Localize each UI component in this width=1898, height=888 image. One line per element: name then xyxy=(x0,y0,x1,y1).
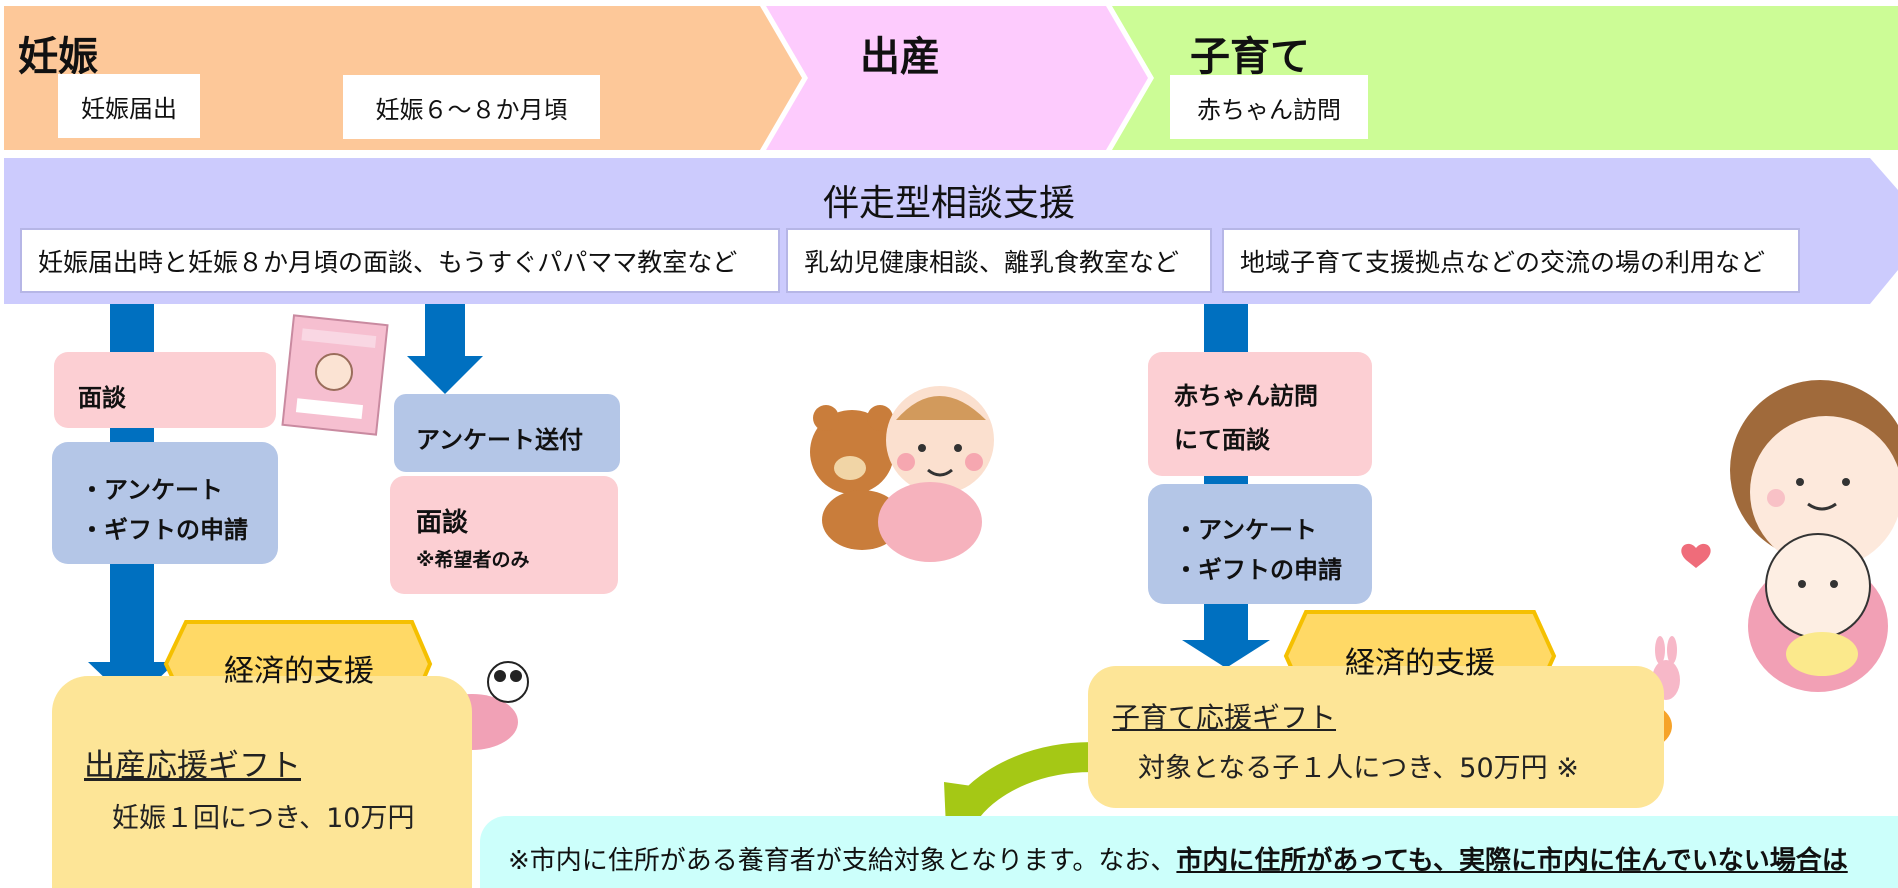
interview-optional-box: 面談 ※希望者のみ xyxy=(390,476,618,594)
stage-title-birth: 出産 xyxy=(860,34,940,80)
stage-box-baby-visit: 赤ちゃん訪問 xyxy=(1170,75,1368,139)
stage-title-childcare: 子育て xyxy=(1190,34,1310,80)
optional-note: ※希望者のみ xyxy=(416,549,530,571)
consultation-box-pregnancy: 妊娠届出時と妊娠８か月頃の面談、もうすぐパパママ教室など xyxy=(20,228,780,293)
survey-line: ・アンケート xyxy=(1174,516,1318,544)
childcare-gift-amount: 対象となる子１人につき、50万円 ※ xyxy=(1138,753,1579,784)
stage-title-pregnancy: 妊娠 xyxy=(18,34,98,80)
gift-application-line: ・ギフトの申請 xyxy=(1174,556,1342,584)
birth-gift-title: 出産応援ギフト xyxy=(84,748,301,784)
maternal-handbook-icon xyxy=(281,314,389,436)
interview-optional-label: 面談 xyxy=(416,508,469,538)
interview-box-left: 面談 xyxy=(54,352,276,428)
baby-visit-line2: にて面談 xyxy=(1174,426,1270,454)
stage-box-pregnancy-6-8-months: 妊娠６～８か月頃 xyxy=(343,75,600,139)
survey-box-right: ・アンケート ・ギフトの申請 xyxy=(1148,484,1372,604)
stage-band-birth xyxy=(766,6,1148,150)
baby-visit-interview-box: 赤ちゃん訪問 にて面談 xyxy=(1148,352,1372,476)
mother-baby-illustration xyxy=(1681,380,1898,692)
childcare-gift-box xyxy=(1088,666,1664,808)
eligibility-note: ※市内に住所がある養育者が支給対象となります。なお、市内に住所があっても、実際に… xyxy=(480,816,1898,888)
baby-teddy-illustration xyxy=(810,386,994,562)
consultation-box-community: 地域子育て支援拠点などの交流の場の利用など xyxy=(1222,228,1800,293)
note-text: ※市内に住所がある養育者が支給対象となります。なお、 xyxy=(508,846,1177,876)
childcare-gift-title: 子育て応援ギフト xyxy=(1112,701,1337,734)
baby-visit-line1: 赤ちゃん訪問 xyxy=(1174,382,1318,410)
economic-support-label-left: 経済的支援 xyxy=(224,654,374,689)
birth-gift-box xyxy=(52,676,472,888)
consultation-title: 伴走型相談支援 xyxy=(822,183,1075,224)
consultation-box-infant: 乳幼児健康相談、離乳食教室など xyxy=(786,228,1212,293)
birth-gift-amount: 妊娠１回につき、10万円 xyxy=(112,803,415,834)
survey-box-left: ・アンケート ・ギフトの申請 xyxy=(52,442,278,564)
note-underlined-text: 市内に住所があっても、実際に市内に住んでいない場合は xyxy=(1176,846,1848,876)
economic-support-label-right: 経済的支援 xyxy=(1345,646,1495,681)
stage-box-pregnancy-notification: 妊娠届出 xyxy=(58,74,200,138)
survey-line: ・アンケート xyxy=(80,476,224,504)
flow-arrow-survey xyxy=(407,304,483,394)
survey-sent-label: アンケート送付 xyxy=(416,426,584,454)
gift-application-line: ・ギフトの申請 xyxy=(80,516,248,544)
survey-sent-box: アンケート送付 xyxy=(394,394,620,472)
interview-label: 面談 xyxy=(78,384,126,412)
